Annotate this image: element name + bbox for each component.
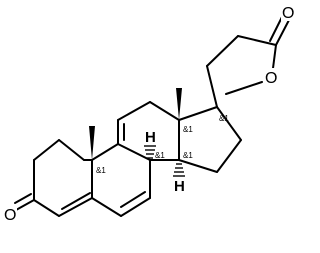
ring-oxygen-bg [264, 68, 278, 86]
ring-d [178, 106, 242, 173]
bond-c4-c5 [33, 199, 60, 217]
atom-labels: O O O H H [3, 3, 295, 224]
methyl-c10-wedge [89, 126, 95, 160]
ketone-oxygen-bg [3, 205, 17, 223]
stereo-label-c8: &1 [155, 151, 165, 160]
bond-c22-carbonyl-double [269, 16, 283, 42]
bond-c13-c17 [178, 106, 218, 121]
bond-c11-c12 [117, 101, 151, 121]
ketone-group [14, 193, 35, 211]
bond-c7-c6b [120, 197, 151, 217]
methyl-c13-wedge [176, 88, 182, 120]
lactone-carbonyl-oxygen-label: O [282, 5, 294, 22]
ketone-oxygen-label: O [4, 207, 16, 224]
stereo-hydrogens [144, 145, 185, 177]
ring-b [91, 143, 151, 217]
bond-c6b-c6 [91, 197, 122, 217]
bond-c2-c3 [33, 139, 60, 161]
lactone-ring [206, 16, 290, 108]
stereo-label-c10: &1 [96, 166, 106, 175]
carbonyl-oxygen-bg [281, 3, 295, 21]
bond-c1-c2 [58, 139, 85, 161]
stereo-labels: &1 &1 &1 &1 &1 [96, 114, 229, 175]
bond-c9-c8 [117, 143, 151, 161]
bond-c15-c14 [178, 159, 218, 173]
bond-c3-o-double [14, 193, 32, 204]
bond-c22-carbonyl [275, 19, 290, 46]
ring-a [33, 139, 93, 217]
chemical-structure: O O O H H &1 &1 &1 &1 &1 [3, 3, 295, 224]
bond-c10-c9 [91, 143, 119, 161]
bond-c17-c16 [216, 106, 242, 141]
bond-c5-c6-double [61, 192, 91, 210]
ring-oxygen-label: O [265, 70, 277, 87]
hydrogen-c8-label: H [145, 129, 156, 146]
bond-c12-c13 [149, 101, 180, 121]
hydrogen-c14-label: H [174, 178, 185, 195]
bond-c21-c22 [237, 35, 277, 46]
bond-c20-c21 [206, 35, 239, 67]
stereo-label-c13: &1 [183, 125, 193, 134]
stereo-label-c14: &1 [183, 151, 193, 160]
ring-c [117, 101, 180, 161]
methyl-groups [89, 88, 182, 160]
bond-c17-c20 [206, 65, 218, 108]
bond-c3-o [15, 199, 35, 211]
stereo-label-c17: &1 [219, 114, 229, 123]
bond-c16-c15 [216, 139, 242, 173]
bond-o-c17 [225, 81, 263, 95]
bond-c5-c6 [58, 197, 93, 217]
bond-c7-c6b-double [120, 191, 146, 208]
